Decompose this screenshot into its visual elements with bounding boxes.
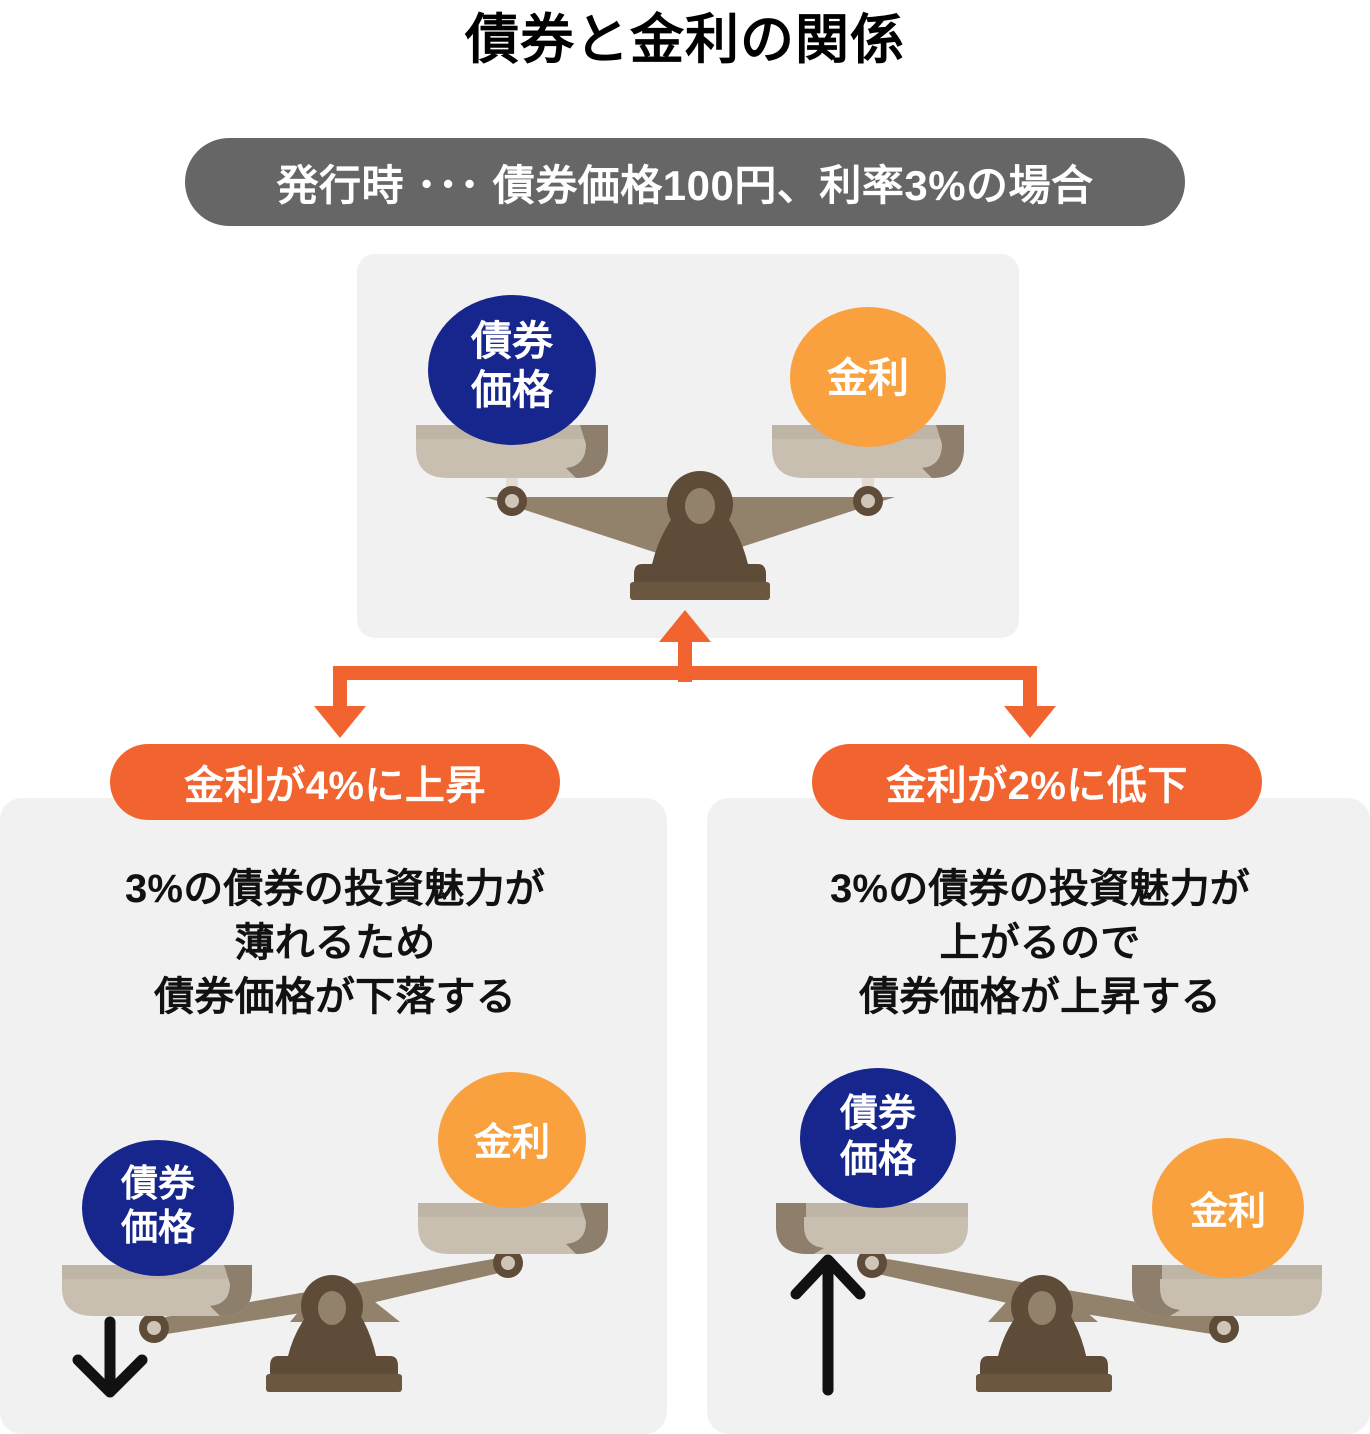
bond-price-bubble-line1: 債券 — [120, 1163, 196, 1204]
scale-base — [976, 1275, 1112, 1392]
interest-rate-bubble-label: 金利 — [473, 1121, 550, 1164]
rate-up-badge-label: 金利が4%に上昇 — [184, 764, 486, 808]
rate-down-description-line2: 上がるので — [939, 921, 1141, 965]
bond-price-bubble: 債券 価格 — [428, 295, 596, 445]
page-title: 債券と金利の関係 — [465, 10, 905, 70]
rate-down-badge-label: 金利が2%に低下 — [886, 764, 1188, 808]
scale-base — [266, 1275, 402, 1392]
rate-up-description-line2: 薄れるため — [234, 921, 436, 965]
interest-rate-bubble: 金利 — [1152, 1138, 1304, 1278]
bond-price-bubble-line2: 価格 — [839, 1139, 917, 1181]
connector-horizontal-bar — [333, 666, 1037, 680]
bond-price-bubble-line2: 価格 — [120, 1207, 196, 1248]
bond-price-bubble-line1: 債券 — [839, 1093, 917, 1135]
bond-price-bubble-line2: 価格 — [470, 367, 554, 413]
rate-up-description-line3: 債券価格が下落する — [154, 975, 516, 1019]
bond-price-down-arrow — [72, 1316, 148, 1398]
bond-price-up-arrow — [790, 1254, 866, 1396]
rate-up-description: 3%の債券の投資魅力が 薄れるため 債券価格が下落する — [20, 862, 650, 1024]
bond-price-bubble: 債券 価格 — [82, 1140, 234, 1276]
rate-down-description-line3: 債券価格が上昇する — [859, 975, 1221, 1019]
bond-price-bubble-line1: 債券 — [470, 318, 554, 364]
connector-arrow-down-left — [314, 666, 366, 738]
issuance-condition-text: 発行時 ･･･ 債券価格100円、利率3%の場合 — [276, 161, 1094, 209]
rate-down-description-line1: 3%の債券の投資魅力が — [829, 867, 1250, 911]
scale-pan-left — [776, 1203, 968, 1254]
issuance-condition-banner: 発行時 ･･･ 債券価格100円、利率3%の場合 — [185, 138, 1185, 226]
rate-down-badge: 金利が2%に低下 — [812, 744, 1262, 820]
interest-rate-bubble: 金利 — [790, 307, 946, 447]
interest-rate-bubble-label: 金利 — [826, 355, 909, 401]
scale-pan-left — [62, 1265, 252, 1316]
scale-pan-right — [1132, 1265, 1322, 1316]
rate-down-description: 3%の債券の投資魅力が 上がるので 債券価格が上昇する — [727, 862, 1353, 1024]
bond-price-bubble: 債券 価格 — [800, 1068, 956, 1208]
scale-base — [630, 471, 770, 600]
scale-pan-right — [418, 1203, 608, 1254]
rate-up-description-line1: 3%の債券の投資魅力が — [124, 867, 545, 911]
rate-up-badge: 金利が4%に上昇 — [110, 744, 560, 820]
connector-arrow-down-right — [1004, 666, 1056, 738]
interest-rate-bubble: 金利 — [438, 1072, 586, 1208]
interest-rate-bubble-label: 金利 — [1189, 1190, 1266, 1233]
balance-scale-balanced: 債券 価格 金利 — [416, 295, 964, 600]
balance-scale-bond-up: 債券 価格 金利 — [776, 1068, 1322, 1396]
balance-scale-bond-down: 債券 価格 金利 — [62, 1072, 608, 1398]
